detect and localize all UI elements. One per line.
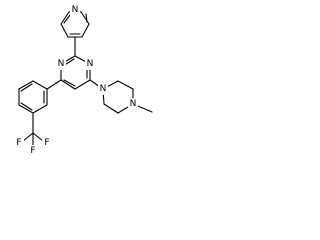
bond [60,79,76,90]
svg-text:F: F [16,138,21,148]
bond [20,83,33,92]
bond [103,103,119,114]
atom-f-bottom: F [28,145,38,157]
bond [85,13,88,23]
bond [81,23,90,38]
bond [63,14,71,24]
svg-text:F: F [30,146,35,156]
bond [63,79,76,87]
atom-f-left: F [14,137,24,149]
bond [74,79,91,90]
atom-n-piperazine-top: N [98,83,108,95]
atom-n-pyrimidine-right: N [85,58,95,70]
svg-text:N: N [87,59,94,69]
bond [80,11,90,25]
molecule-structure-drawing: N N N N N F F F [14,4,153,157]
svg-text:N: N [100,84,107,94]
bond [20,102,33,111]
svg-text:N: N [58,59,65,69]
atom-n-pyrimidine-left: N [56,58,66,70]
atom-n-piperazine-bottom: N [128,98,138,110]
bond [60,11,70,25]
bond [18,104,34,114]
trifluoromethyl-group [22,112,44,147]
bond [32,132,44,142]
bond [18,80,34,90]
bond [117,80,134,90]
bond [46,79,62,90]
bond [22,132,34,142]
atom-f-right: F [42,137,52,149]
svg-text:N: N [72,5,79,15]
bond [32,104,48,114]
svg-text:F: F [44,138,49,148]
svg-text:N: N [130,99,137,109]
bond [32,80,48,90]
atom-n-pyridine: N [70,4,80,16]
phenyl-ring [18,80,48,114]
bond [60,23,69,38]
